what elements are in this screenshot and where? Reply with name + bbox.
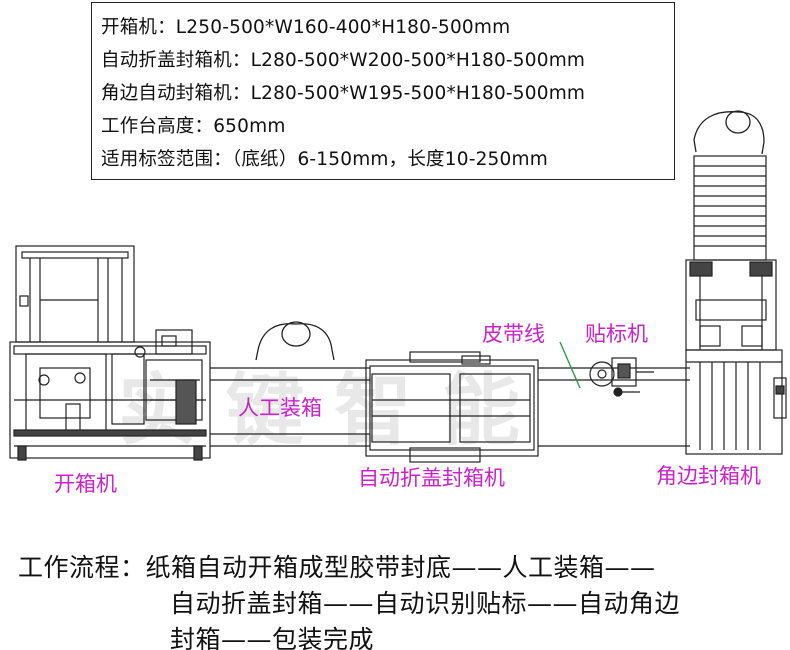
label-folding-sealer: 自动折盖封箱机	[358, 466, 505, 490]
spec-row: 适用标签范围：（底纸）6-150mm，长度10-250mm	[101, 149, 548, 170]
workflow-line-3: 封箱——包装完成	[170, 625, 375, 650]
unpacker-machine	[9, 245, 211, 461]
label-manual-packing: 人工装箱	[238, 396, 322, 420]
conveyor-manual	[210, 367, 370, 447]
label-unpacker: 开箱机	[54, 472, 117, 496]
corner-sealer-machine	[685, 155, 787, 455]
labeler-machine	[589, 357, 654, 397]
belt-line	[538, 367, 690, 447]
spec-row: 角边自动封箱机：L280-500*W195-500*H180-500mm	[101, 83, 586, 104]
spec-box: 开箱机：L250-500*W160-400*H180-500mm 自动折盖封箱机…	[91, 2, 675, 180]
label-corner-sealer: 角边封箱机	[656, 464, 761, 488]
workflow-line-1: 工作流程：纸箱自动开箱成型胶带封底——人工装箱——	[18, 553, 656, 582]
spec-row: 工作台高度：650mm	[101, 116, 286, 137]
belt-line-pointer	[559, 341, 581, 389]
label-labeler: 贴标机	[585, 322, 648, 346]
label-belt-line: 皮带线	[482, 322, 545, 346]
worker-icon-2	[693, 110, 765, 155]
spec-row: 开箱机：L250-500*W160-400*H180-500mm	[101, 17, 511, 38]
folding-sealer-machine	[365, 351, 539, 463]
worker-icon	[255, 321, 335, 361]
workflow-line-2: 自动折盖封箱——自动识别贴标——自动角边	[170, 589, 681, 618]
spec-row: 自动折盖封箱机：L280-500*W200-500*H180-500mm	[101, 50, 586, 71]
